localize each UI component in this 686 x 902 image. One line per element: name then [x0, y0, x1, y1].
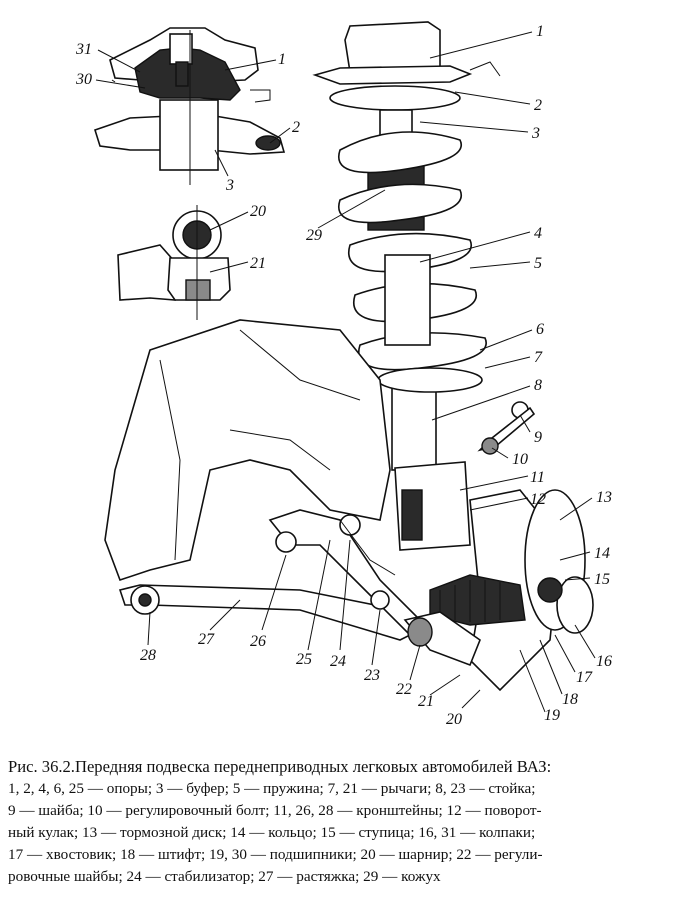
label-18: 18 — [562, 691, 578, 708]
label-24: 24 — [330, 653, 346, 670]
subframe — [104, 319, 391, 582]
label-5: 5 — [534, 255, 542, 272]
label-27: 27 — [198, 631, 215, 648]
label-21: 21 — [418, 693, 434, 710]
inset-label-21: 21 — [250, 255, 266, 272]
caption-line: ный кулак; 13 — тормозной диск; 14 — кол… — [8, 824, 536, 841]
knuckle-hub — [429, 489, 594, 692]
label-1: 1 — [536, 23, 544, 40]
label-10: 10 — [512, 451, 528, 468]
lower-arms — [118, 509, 481, 667]
part-numbers: 1 2 3 4 5 6 7 8 9 10 11 12 13 14 15 16 1… — [140, 23, 612, 728]
label-20: 20 — [446, 711, 462, 728]
caption-line: ровочные шайбы; 24 — стабилизатор; 27 — … — [8, 868, 441, 885]
label-2: 2 — [534, 97, 542, 114]
suspension-diagram: 1 2 3 4 5 6 7 8 9 10 11 12 13 14 15 16 1… — [75, 21, 612, 728]
label-28: 28 — [140, 647, 156, 664]
inset-strut-mount — [94, 27, 286, 185]
label-25: 25 — [296, 651, 312, 668]
label-7: 7 — [534, 349, 543, 366]
label-26: 26 — [250, 633, 266, 650]
label-14: 14 — [594, 545, 610, 562]
label-23: 23 — [364, 667, 380, 684]
inset-ball-joint — [117, 205, 231, 320]
label-6: 6 — [536, 321, 544, 338]
leader-lines — [95, 31, 596, 713]
label-29: 29 — [306, 227, 322, 244]
strut-assembly — [312, 21, 536, 551]
caption-line: 1, 2, 4, 6, 25 — опоры; 3 — буфер; 5 — п… — [8, 780, 536, 797]
figure-caption: Рис. 36.2.Передняя подвеска переднеприво… — [8, 756, 678, 888]
inset-label-1: 1 — [278, 51, 286, 68]
inset-numbers: 31 30 1 2 3 20 21 — [75, 41, 300, 272]
label-11: 11 — [530, 469, 545, 486]
inset-label-31: 31 — [75, 41, 92, 58]
label-22: 22 — [396, 681, 412, 698]
caption-line: 9 — шайба; 10 — регулировочный болт; 11,… — [8, 802, 542, 819]
caption-title: Рис. 36.2.Передняя подвеска переднеприво… — [8, 757, 552, 776]
caption-legend: 1, 2, 4, 6, 25 — опоры; 3 — буфер; 5 — п… — [8, 778, 678, 888]
label-3: 3 — [531, 125, 540, 142]
inset-label-2: 2 — [292, 119, 300, 136]
label-13: 13 — [596, 489, 612, 506]
label-9: 9 — [534, 429, 542, 446]
label-4: 4 — [534, 225, 542, 242]
caption-line: 17 — хвостовик; 18 — штифт; 19, 30 — под… — [8, 846, 543, 863]
label-8: 8 — [534, 377, 542, 394]
inset-label-20: 20 — [250, 203, 266, 220]
label-16: 16 — [596, 653, 612, 670]
label-19: 19 — [544, 707, 560, 724]
inset-label-30: 30 — [75, 71, 92, 88]
label-12: 12 — [530, 491, 546, 508]
inset-label-3: 3 — [225, 177, 234, 194]
label-15: 15 — [594, 571, 610, 588]
label-17: 17 — [576, 669, 593, 686]
